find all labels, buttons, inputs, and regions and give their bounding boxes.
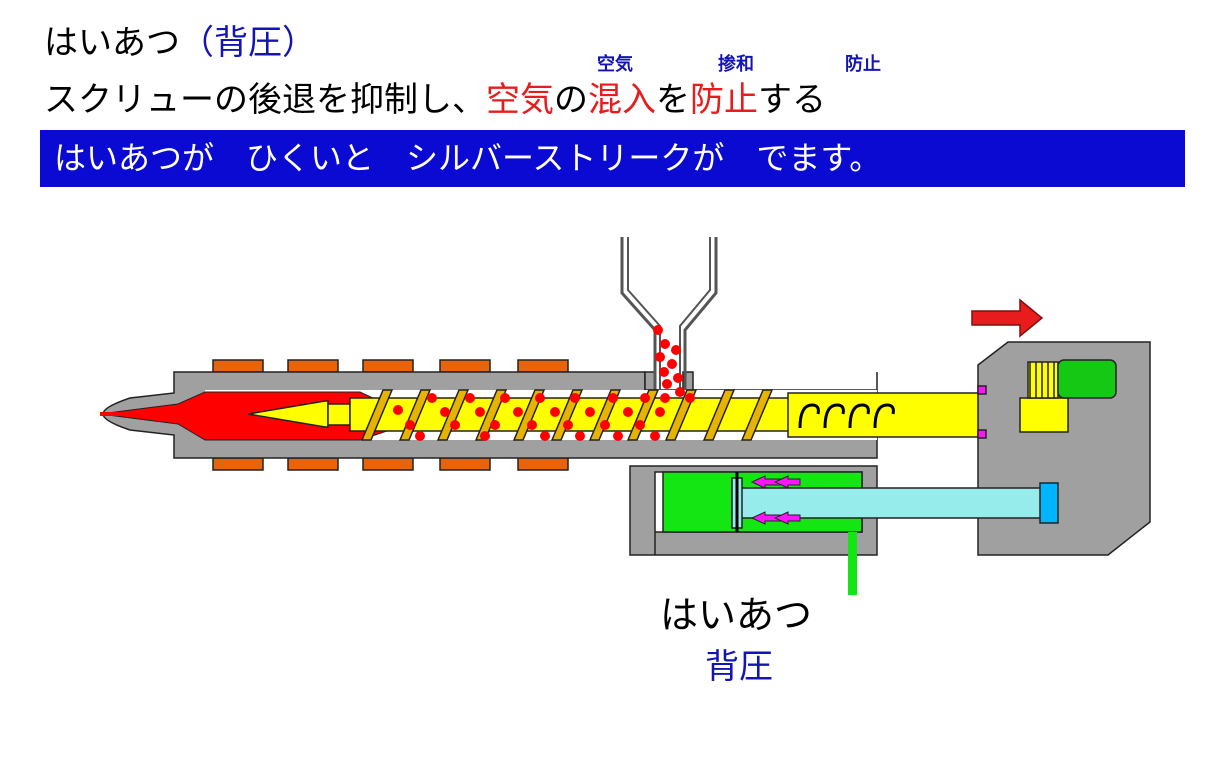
ruby-prevent: 防止 (845, 54, 881, 75)
warning-banner: はいあつが ひくいと シルバーストリークが でます。 (40, 130, 1185, 187)
resin-pellets (393, 325, 695, 441)
heater-bands (212, 359, 569, 471)
title-kanji: （背圧） (180, 23, 316, 63)
drive-housing (977, 341, 1151, 556)
subtitle-air: 空気 (486, 80, 554, 120)
subtitle-prevent: 防止 (690, 80, 758, 120)
banner-text: はいあつが ひくいと シルバーストリークが でます。 (54, 139, 882, 177)
right-arrow-icon (971, 298, 1044, 338)
subtitle-part-c: の (554, 80, 588, 120)
page-title: はいあつ（背圧） (44, 22, 316, 64)
subtitle-part-a: スクリューの後退を抑制し、 (44, 80, 486, 120)
ruby-mixing: 掺和 (718, 54, 754, 75)
screw-tip (247, 400, 351, 428)
subtitle-part-e: を (656, 80, 690, 120)
ruby-air: 空気 (597, 54, 633, 75)
subtitle-part-g: する (758, 80, 826, 120)
hydraulic-cylinder (629, 465, 1059, 595)
subtitle-line: スクリューの後退を抑制し、空気の混入を防止する (44, 78, 826, 122)
title-kana: はいあつ (44, 23, 180, 63)
backpressure-label-kanji: 背圧 (705, 647, 773, 687)
left-arrow-icon (750, 475, 801, 525)
backpressure-label-kana: はいあつ (660, 593, 813, 637)
subtitle-mixing: 混入 (588, 80, 656, 120)
